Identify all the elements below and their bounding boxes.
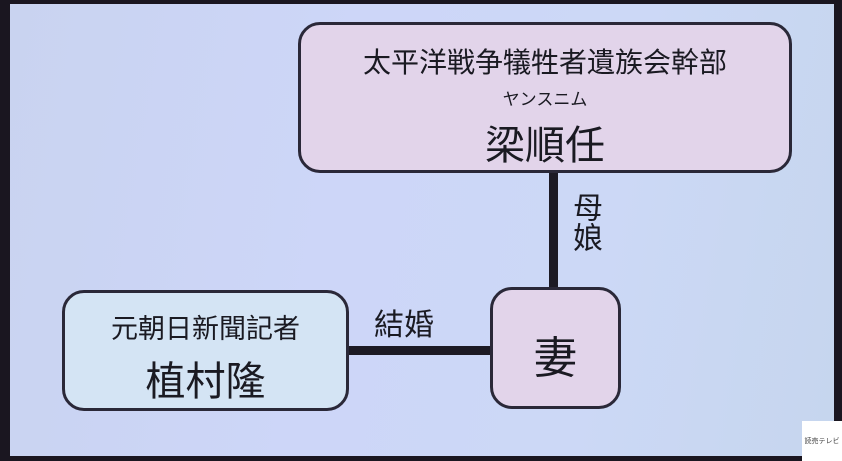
yang-sun-im-box: 太平洋戦争犠牲者遺族会幹部 ヤンスニム 梁順任: [298, 22, 792, 173]
marriage-label: 結婚: [374, 308, 434, 343]
uemura-box: 元朝日新聞記者 植村隆: [62, 290, 349, 411]
name-reading: ヤンスニム: [502, 90, 588, 110]
wife-box: 妻: [490, 287, 621, 409]
person-name: 植村隆: [145, 359, 266, 405]
mother-daughter-label: 母娘: [567, 192, 602, 252]
mother-daughter-connector: [549, 172, 558, 288]
organization-title: 太平洋戦争犠牲者遺族会幹部: [362, 46, 727, 79]
wife-label: 妻: [533, 333, 578, 384]
marriage-connector: [348, 346, 491, 355]
person-name: 梁順任: [485, 123, 605, 169]
former-job-title: 元朝日新聞記者: [111, 314, 300, 345]
broadcaster-logo: 読売テレビ: [802, 421, 842, 461]
